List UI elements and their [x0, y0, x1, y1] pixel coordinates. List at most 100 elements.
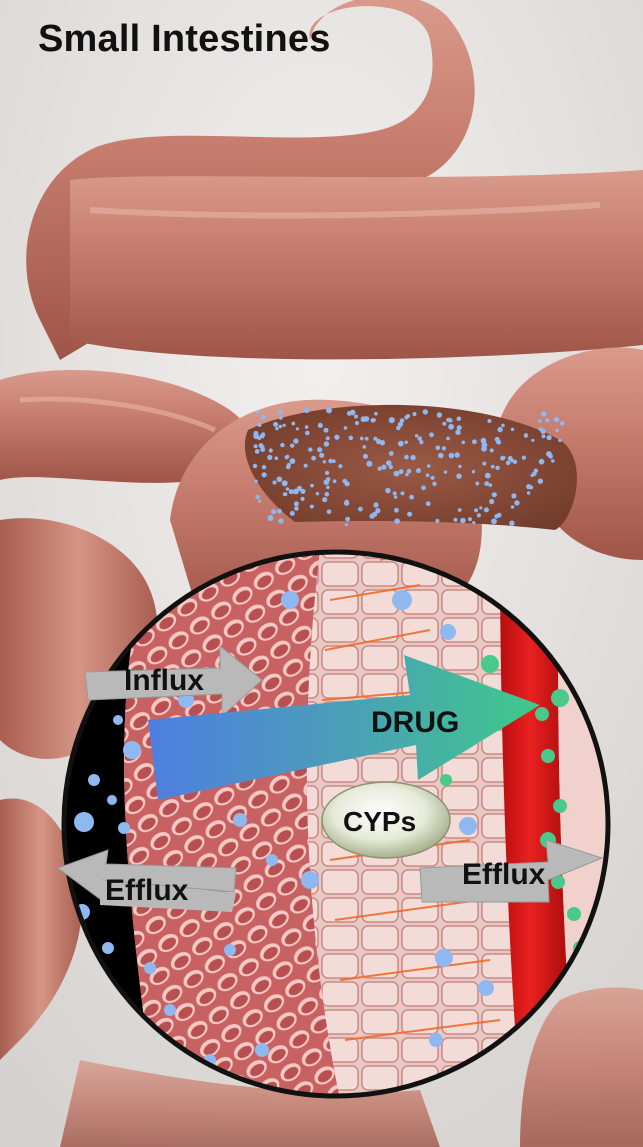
drug-molecule-dot	[417, 436, 422, 441]
drug-molecule-dot	[392, 590, 412, 610]
drug-molecule-dot	[285, 455, 289, 459]
drug-molecule-dot	[360, 437, 364, 441]
drug-molecule-dot	[282, 480, 288, 486]
drug-molecule-dot	[490, 448, 494, 452]
drug-molecule-dot	[332, 459, 336, 463]
drug-molecule-dot	[482, 442, 488, 448]
drug-molecule-dot	[253, 464, 257, 468]
drug-molecule-dot	[266, 854, 278, 866]
drug-molecule-dot	[437, 412, 442, 417]
drug-molecule-dot	[118, 822, 130, 834]
drug-molecule-dot	[487, 419, 491, 423]
drug-molecule-dot	[472, 439, 477, 444]
drug-molecule-dot	[224, 944, 236, 956]
drug-molecule-dot	[538, 479, 543, 484]
drug-molecule-dot	[440, 624, 456, 640]
drug-molecule-dot	[334, 435, 339, 440]
drug-molecule-dot	[496, 440, 501, 445]
drug-molecule-dot	[506, 461, 511, 466]
drug-molecule-dot	[457, 417, 462, 422]
drug-molecule-dot	[429, 432, 434, 437]
absorbed-molecule-dot	[535, 707, 549, 721]
drug-molecule-dot	[485, 473, 491, 479]
drug-molecule-dot	[457, 425, 462, 430]
drug-molecule-dot	[442, 446, 446, 450]
drug-molecule-dot	[355, 421, 359, 425]
drug-molecule-dot	[290, 444, 294, 448]
drug-molecule-dot	[401, 491, 405, 495]
drug-molecule-dot	[374, 412, 378, 416]
drug-molecule-dot	[290, 511, 295, 516]
drug-molecule-dot	[354, 415, 358, 419]
drug-molecule-dot	[275, 427, 278, 430]
drug-molecule-dot	[258, 499, 261, 502]
drug-molecule-dot	[272, 480, 276, 484]
drug-molecule-dot	[514, 500, 519, 505]
drug-molecule-dot	[522, 456, 526, 460]
drug-molecule-dot	[304, 408, 310, 414]
drug-molecule-dot	[551, 459, 555, 463]
drug-molecule-dot	[365, 437, 369, 441]
drug-molecule-dot	[431, 476, 435, 480]
drug-molecule-dot	[389, 417, 395, 423]
drug-molecule-dot	[268, 515, 274, 521]
drug-molecule-dot	[436, 445, 441, 450]
drug-molecule-dot	[88, 774, 100, 786]
drug-molecule-dot	[554, 417, 560, 423]
drug-molecule-dot	[555, 429, 559, 433]
drug-molecule-dot	[318, 423, 323, 428]
drug-molecule-dot	[539, 459, 545, 465]
drug-molecule-dot	[415, 434, 418, 437]
drug-molecule-dot	[448, 424, 454, 430]
drug-molecule-dot	[291, 422, 295, 426]
drug-molecule-dot	[325, 471, 329, 475]
absorbed-molecule-dot	[553, 799, 567, 813]
drug-molecule-dot	[442, 422, 446, 426]
drug-molecule-dot	[423, 409, 428, 414]
drug-molecule-dot	[326, 486, 330, 490]
drug-molecule-dot	[426, 473, 430, 477]
drug-molecule-dot	[385, 488, 390, 493]
drug-molecule-dot	[283, 424, 286, 427]
drug-molecule-dot	[526, 484, 531, 489]
drug-molecule-dot	[305, 425, 309, 429]
drug-molecule-dot	[123, 741, 141, 759]
drug-molecule-dot	[394, 508, 399, 513]
drug-molecule-dot	[532, 471, 537, 476]
cyps-label: CYPs	[343, 806, 416, 838]
drug-molecule-dot	[286, 487, 290, 491]
drug-molecule-dot	[350, 410, 356, 416]
drug-molecule-dot	[432, 482, 436, 486]
drug-molecule-dot	[500, 456, 505, 461]
drug-molecule-dot	[297, 486, 302, 491]
drug-label: DRUG	[371, 706, 459, 740]
drug-molecule-dot	[107, 795, 117, 805]
drug-molecule-dot	[277, 509, 282, 514]
drug-molecule-dot	[462, 441, 466, 445]
drug-molecule-dot	[458, 465, 461, 468]
drug-molecule-dot	[342, 479, 347, 484]
drug-molecule-dot	[290, 458, 296, 464]
drug-molecule-dot	[394, 471, 400, 477]
drug-molecule-dot	[324, 479, 330, 485]
drug-molecule-dot	[325, 492, 330, 497]
drug-molecule-dot	[294, 506, 299, 511]
drug-molecule-dot	[262, 465, 266, 469]
drug-molecule-dot	[255, 1043, 269, 1057]
drug-molecule-dot	[280, 443, 284, 447]
drug-molecule-dot	[311, 456, 316, 461]
drug-molecule-dot	[538, 419, 542, 423]
drug-molecule-dot	[398, 441, 404, 447]
absorbed-molecule-dot	[481, 655, 499, 673]
drug-molecule-dot	[394, 518, 400, 524]
drug-molecule-dot	[524, 434, 528, 438]
drug-molecule-dot	[405, 441, 408, 444]
drug-molecule-dot	[304, 464, 308, 468]
drug-molecule-dot	[262, 472, 267, 477]
drug-molecule-dot	[508, 456, 513, 461]
drug-molecule-dot	[435, 949, 453, 967]
drug-molecule-dot	[531, 439, 534, 442]
drug-molecule-dot	[393, 491, 397, 495]
drug-molecule-dot	[344, 426, 348, 430]
drug-molecule-dot	[254, 480, 257, 483]
